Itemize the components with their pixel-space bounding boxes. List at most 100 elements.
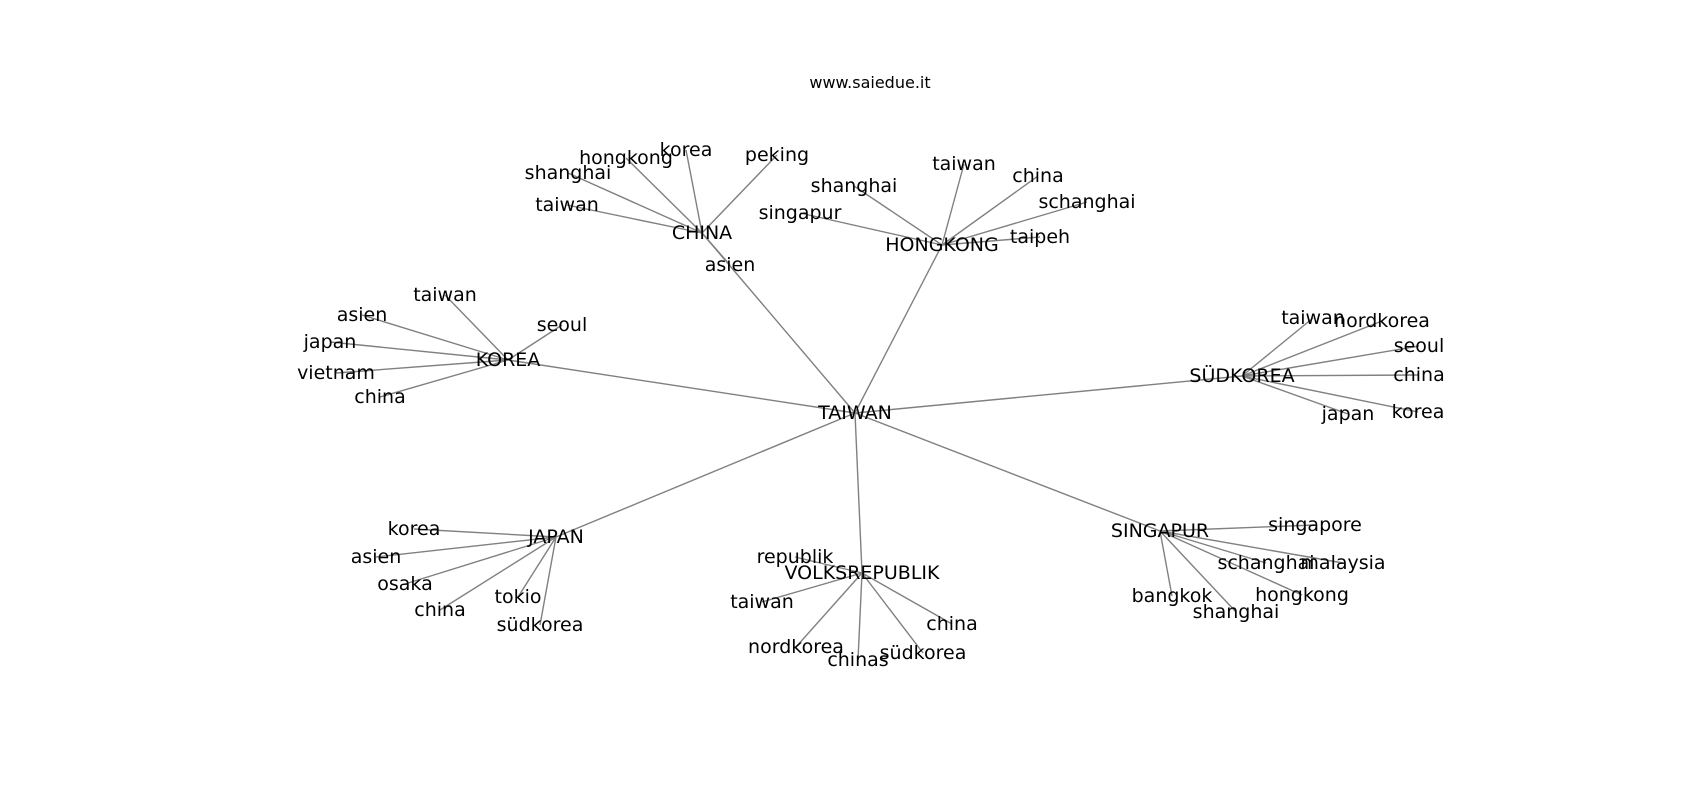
leaf-node-china-0: korea [660, 139, 713, 161]
hub-node-japan: JAPAN [527, 526, 584, 548]
leaf-node-china-2: hongkong [579, 147, 673, 169]
leaf-node-singapur-1: schanghai [1217, 552, 1314, 574]
edge-hongkong-1 [941, 175, 1039, 246]
edge-volksrepublik-4 [861, 572, 924, 654]
edge-volksrepublik-3 [795, 572, 863, 648]
edge-volksrepublik-0 [794, 556, 863, 574]
leaf-node-singapur-0: singapore [1268, 514, 1362, 536]
center-node-label: TAIWAN [817, 402, 892, 424]
edge-suedkorea-0 [1241, 317, 1314, 377]
edge-center-volksrepublik [854, 412, 863, 574]
edge-center-hongkong [854, 244, 943, 414]
edge-volksrepublik-2 [861, 572, 953, 625]
leaf-node-volksrepublik-5: chinas [827, 649, 888, 671]
edge-china-2 [625, 157, 703, 234]
leaf-node-volksrepublik-0: republik [757, 546, 834, 568]
edge-hongkong-2 [853, 185, 943, 246]
leaf-node-china-4: taiwan [535, 194, 599, 216]
hub-node-korea: KOREA [476, 349, 541, 371]
edge-china-4 [566, 204, 703, 234]
leaf-node-japan-5: südkorea [497, 614, 584, 636]
labels-layer: www.saiedue.it TAIWAN CHINA korea peking hon… [297, 73, 1445, 671]
leaf-node-japan-1: asien [351, 546, 402, 568]
edge-singapur-4 [1159, 530, 1173, 597]
hub-node-china: CHINA [672, 222, 732, 244]
edge-singapur-3 [1159, 530, 1303, 596]
leaf-node-singapur-4: bangkok [1132, 585, 1213, 607]
edge-volksrepublik-1 [761, 572, 863, 603]
edge-korea-4 [335, 359, 509, 374]
leaf-node-hongkong-2: shanghai [811, 175, 898, 197]
edge-japan-3 [517, 536, 557, 598]
edge-suedkorea-4 [1241, 375, 1349, 415]
edge-center-suedkorea [854, 375, 1243, 414]
leaf-node-japan-3: tokio [495, 586, 542, 608]
leaf-node-suedkorea-1: nordkorea [1334, 310, 1430, 332]
site-watermark: www.saiedue.it [809, 73, 930, 92]
edge-singapur-2 [1159, 530, 1344, 564]
edge-china-1 [701, 154, 778, 234]
edge-korea-5 [379, 359, 509, 398]
leaf-node-korea-4: vietnam [297, 362, 375, 384]
edge-korea-3 [329, 341, 509, 361]
leaf-node-korea-3: japan [303, 331, 357, 353]
hub-node-hongkong: HONGKONG [885, 234, 999, 256]
leaf-node-hongkong-3: schanghai [1038, 191, 1135, 213]
leaf-node-hongkong-4: singapur [759, 202, 842, 224]
edge-korea-2 [507, 324, 563, 361]
leaf-node-singapur-2: malaysia [1300, 552, 1385, 574]
leaf-node-volksrepublik-3: nordkorea [748, 636, 844, 658]
leaf-node-japan-2: osaka [377, 573, 432, 595]
edge-singapur-5 [1159, 530, 1237, 613]
edge-japan-2 [404, 536, 557, 585]
leaf-node-china-1: peking [745, 144, 809, 166]
edge-center-japan [555, 412, 856, 538]
edge-suedkorea-5 [1241, 375, 1419, 413]
edge-suedkorea-2 [1241, 345, 1420, 377]
edge-japan-1 [375, 536, 557, 558]
edges-layer [329, 149, 1420, 661]
leaf-node-china-5: asien [705, 254, 756, 276]
hub-node-suedkorea: SÜDKOREA [1189, 364, 1294, 387]
leaf-node-hongkong-1: china [1012, 165, 1063, 187]
leaf-node-suedkorea-5: korea [1392, 401, 1445, 423]
edge-japan-4 [439, 536, 557, 611]
edge-hongkong-4 [799, 212, 943, 246]
edge-japan-0 [413, 528, 557, 538]
leaf-node-korea-1: asien [337, 304, 388, 326]
edge-volksrepublik-5 [857, 572, 863, 661]
leaf-node-singapur-5: shanghai [1193, 601, 1280, 623]
edge-hongkong-0 [941, 163, 965, 246]
edge-center-singapur [854, 412, 1161, 532]
leaf-node-japan-0: korea [388, 518, 441, 540]
edge-center-korea [507, 359, 856, 414]
leaf-node-hongkong-5: taipeh [1010, 226, 1070, 248]
leaf-node-japan-4: china [414, 599, 465, 621]
edge-korea-1 [361, 314, 509, 361]
edge-china-3 [567, 172, 703, 234]
leaf-node-suedkorea-0: taiwan [1281, 307, 1345, 329]
leaf-node-suedkorea-4: japan [1321, 403, 1375, 425]
leaf-node-volksrepublik-4: südkorea [880, 642, 967, 664]
edge-singapur-0 [1159, 524, 1316, 532]
edge-china-5 [701, 232, 731, 266]
edge-singapur-1 [1159, 530, 1267, 564]
hub-node-singapur: SINGAPUR [1111, 520, 1209, 542]
edge-korea-0 [444, 294, 509, 361]
leaf-node-korea-5: china [354, 386, 405, 408]
edge-japan-5 [539, 536, 557, 626]
leaf-node-china-3: shanghai [525, 162, 612, 184]
hub-node-volksrepublik: VOLKSREPUBLIK [785, 562, 941, 584]
edge-hongkong-3 [941, 201, 1088, 246]
leaf-node-volksrepublik-2: china [926, 613, 977, 635]
edge-suedkorea-1 [1241, 320, 1383, 377]
leaf-node-korea-2: seoul [537, 314, 588, 336]
leaf-node-suedkorea-3: china [1393, 364, 1444, 386]
edge-suedkorea-3 [1241, 374, 1420, 377]
leaf-node-korea-0: taiwan [413, 284, 477, 306]
leaf-node-singapur-3: hongkong [1255, 584, 1349, 606]
edge-hongkong-5 [941, 236, 1041, 246]
leaf-node-suedkorea-2: seoul [1394, 335, 1445, 357]
edge-china-0 [685, 149, 703, 234]
